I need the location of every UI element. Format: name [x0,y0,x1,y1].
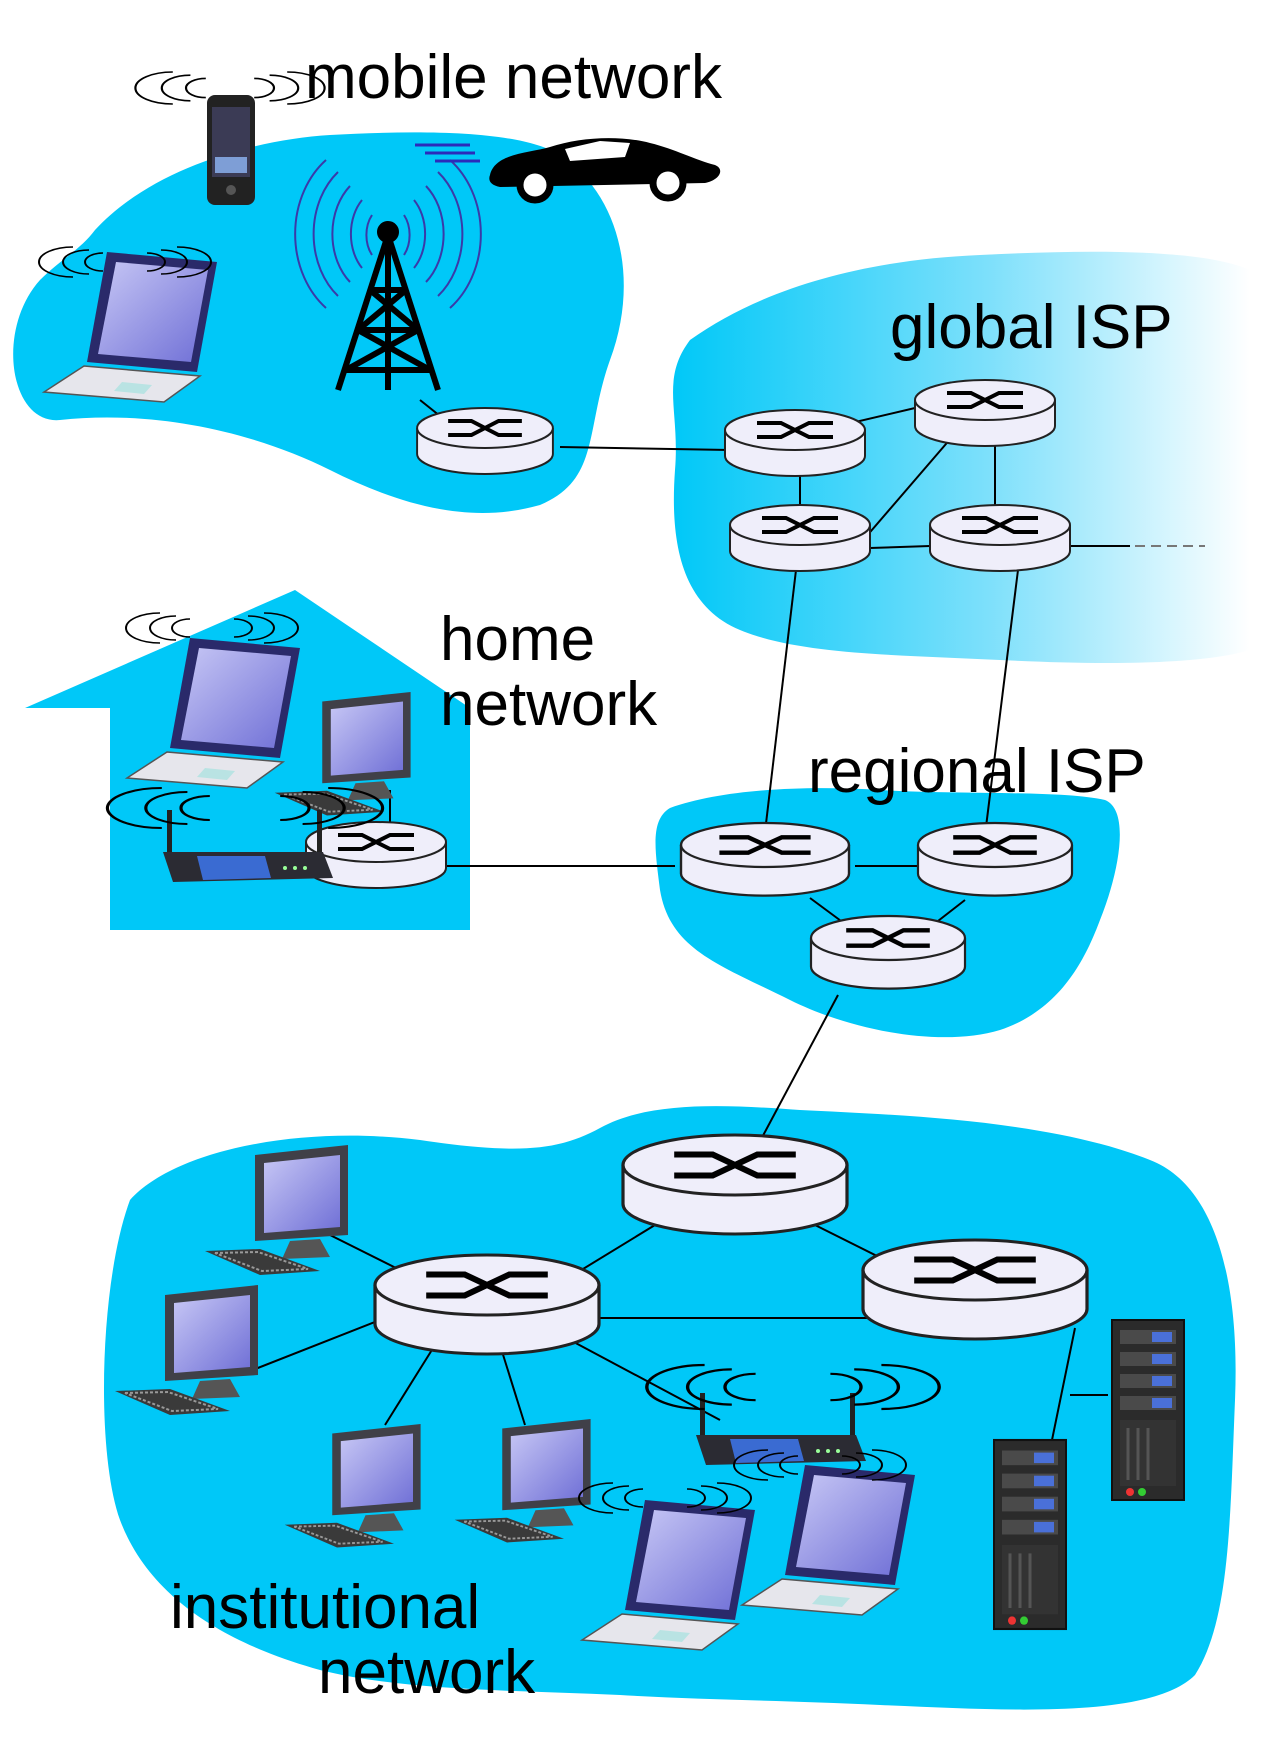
global-router-3 [728,503,872,573]
institutional-network-label-line1: institutional [170,1573,480,1642]
mobile-router [415,406,555,476]
global-router-2 [913,378,1057,448]
link-regional-institutional [749,994,839,1161]
global-router-1 [723,408,867,478]
regional-router-2 [918,823,1072,896]
link-inst-desktop-2 [239,1317,386,1376]
inst-server-1-icon [1110,1318,1186,1502]
regional-router-1 [681,823,849,896]
regional-router-3 [811,916,965,989]
inst-router-left [375,1255,599,1354]
link-inst-server [1051,1327,1076,1441]
link-global-regional-a [764,569,797,833]
link-inst-desktop-4 [499,1344,526,1426]
link-inst-ap [569,1339,721,1421]
global-isp-label: global ISP [890,293,1173,362]
home-network-label-line1: home [440,605,595,674]
inst-router-right [863,1240,1087,1339]
car-icon [415,138,721,204]
regional-isp-label: regional ISP [808,737,1146,806]
smartphone-icon [207,95,255,205]
link-global-2-3 [864,429,959,539]
link-inst-desktop-3 [384,1344,436,1426]
inst-server-2-icon [992,1438,1068,1631]
tower-radio-waves [294,159,482,309]
link-global-3-4 [869,545,931,549]
cell-tower-icon [335,221,441,391]
mobile-network-label: mobile network [305,43,723,112]
home-network-label-line2: network [440,670,658,739]
global-router-4 [928,503,1072,573]
institutional-network-label-line2: network [318,1638,536,1707]
link-global-regional-b [984,569,1019,836]
inst-router-top [623,1135,847,1234]
link-mobile-global [559,446,731,451]
link-inst-desktop-1 [329,1234,401,1271]
